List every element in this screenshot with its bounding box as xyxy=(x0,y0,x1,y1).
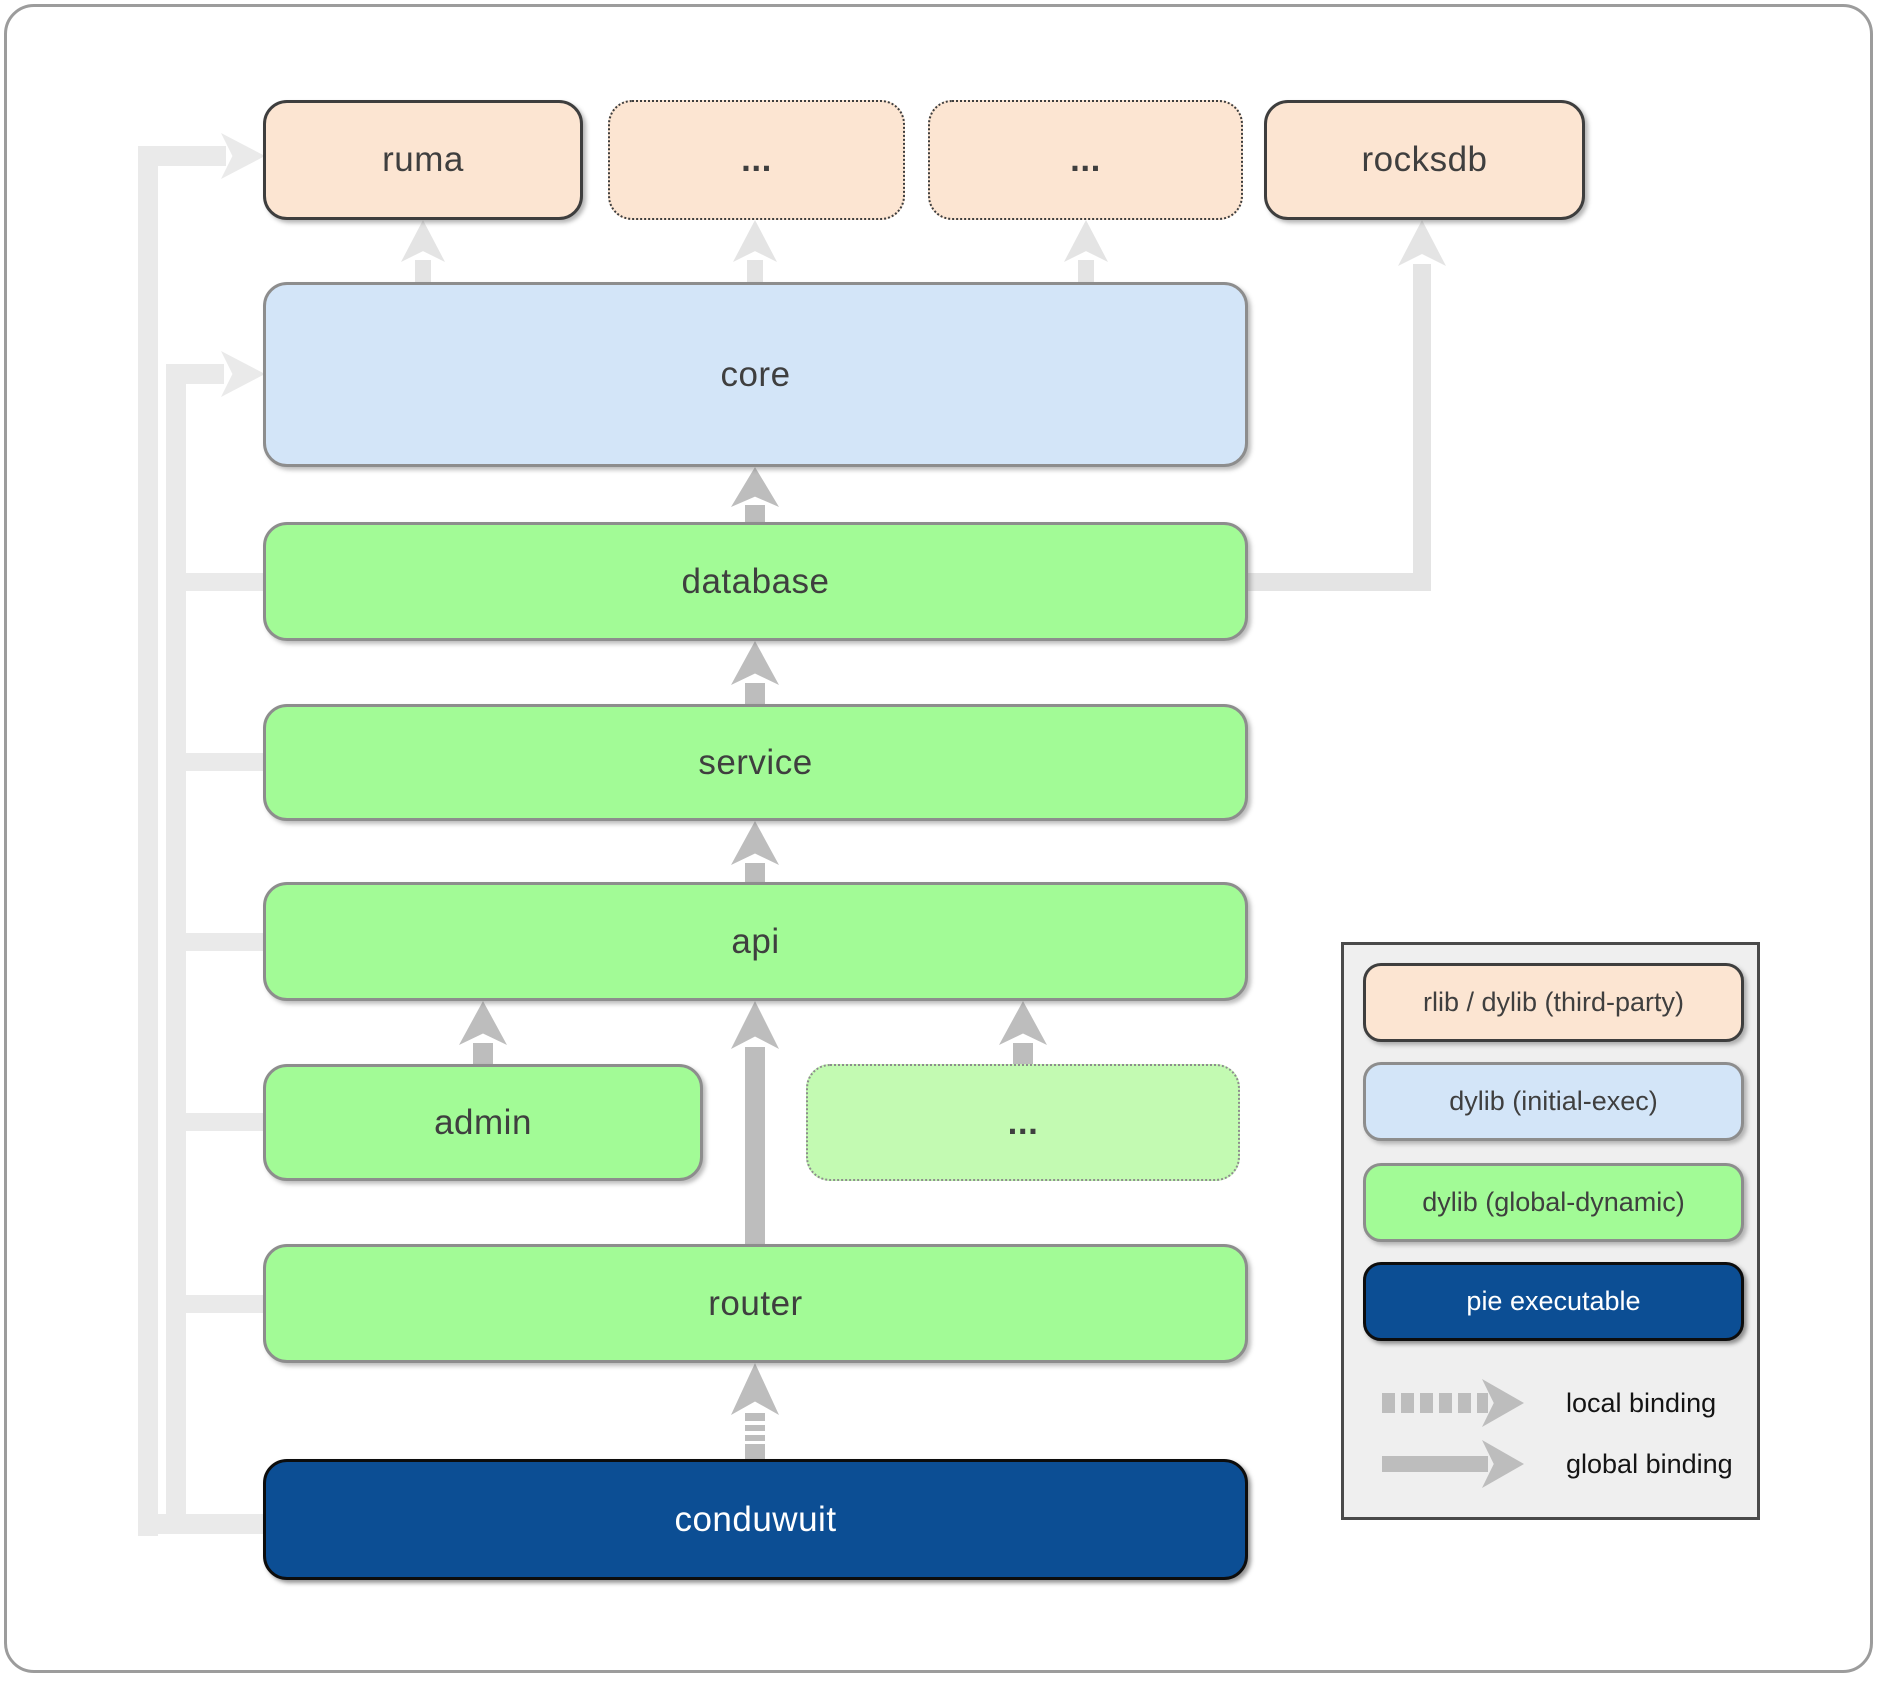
node-ellipsis-top-1-label: ... xyxy=(741,140,772,179)
node-rocksdb: rocksdb xyxy=(1264,100,1585,220)
node-database-label: database xyxy=(681,561,830,601)
node-service: service xyxy=(263,704,1248,821)
node-admin-label: admin xyxy=(434,1102,532,1142)
edge-service-database-stem xyxy=(745,683,765,704)
node-ruma-label: ruma xyxy=(382,140,464,179)
global-binding-arrow-icon xyxy=(1382,1440,1524,1488)
node-ellipsis-top-2-label: ... xyxy=(1070,140,1101,179)
node-conduwuit: conduwuit xyxy=(263,1459,1248,1580)
diagram-frame xyxy=(4,4,1873,1673)
node-ellipsis-mid-label: ... xyxy=(1007,1102,1039,1142)
node-rocksdb-label: rocksdb xyxy=(1361,140,1488,179)
legend-item-third-party-label: rlib / dylib (third-party) xyxy=(1422,987,1685,1017)
edge-conduwuit-admin-line xyxy=(167,1113,265,1131)
edge-ellipsis-api-stem xyxy=(1013,1043,1033,1064)
legend-item-pie-executable: pie executable xyxy=(1363,1262,1744,1341)
node-api: api xyxy=(263,882,1248,1001)
node-router: router xyxy=(263,1244,1248,1363)
node-ellipsis-mid: ... xyxy=(806,1064,1240,1181)
node-ellipsis-top-1: ... xyxy=(608,100,905,220)
legend-item-pie-executable-label: pie executable xyxy=(1466,1286,1641,1316)
node-conduwuit-label: conduwuit xyxy=(674,1499,837,1539)
node-core: core xyxy=(263,282,1248,467)
node-core-label: core xyxy=(720,354,791,394)
node-ruma: ruma xyxy=(263,100,583,220)
edge-conduwuit-ruma-line xyxy=(138,146,226,166)
edge-database-rocksdb-stem xyxy=(1413,264,1431,591)
node-router-label: router xyxy=(708,1283,803,1323)
edge-admin-api-stem xyxy=(473,1043,493,1064)
legend-global-binding-row: global binding xyxy=(1382,1439,1742,1489)
edge-core-ruma-stem xyxy=(415,260,431,282)
legend-global-binding-label: global binding xyxy=(1566,1448,1733,1479)
edge-conduwuit-router-dashed-stem xyxy=(745,1413,765,1459)
legend-item-global-dynamic-label: dylib (global-dynamic) xyxy=(1422,1187,1685,1217)
local-binding-arrowhead xyxy=(1482,1379,1524,1427)
global-binding-arrowhead xyxy=(1482,1440,1524,1488)
edge-conduwuit-ruma-line xyxy=(138,146,158,1536)
global-binding-arrow-stem xyxy=(1382,1456,1488,1472)
node-ellipsis-top-2: ... xyxy=(928,100,1243,220)
legend-local-binding-row: local binding xyxy=(1382,1378,1742,1428)
node-database: database xyxy=(263,522,1248,641)
legend: rlib / dylib (third-party) dylib (initia… xyxy=(1341,942,1760,1520)
local-binding-arrow-icon xyxy=(1382,1379,1524,1427)
local-binding-arrow-stem xyxy=(1382,1393,1488,1413)
edge-database-core-stem xyxy=(745,505,765,522)
edge-conduwuit-router-line xyxy=(167,1295,265,1313)
edge-core-ellipsis1-stem xyxy=(747,260,763,282)
node-admin: admin xyxy=(263,1064,703,1181)
edge-conduwuit-left-line xyxy=(138,1514,265,1534)
edge-conduwuit-api-line xyxy=(167,933,265,951)
node-service-label: service xyxy=(698,742,813,782)
edge-database-rocksdb-stem xyxy=(1248,573,1431,591)
legend-item-initial-exec: dylib (initial-exec) xyxy=(1363,1062,1744,1141)
edge-api-service-stem xyxy=(745,863,765,882)
edge-router-api-stem xyxy=(745,1047,765,1244)
legend-item-initial-exec-label: dylib (initial-exec) xyxy=(1449,1086,1658,1116)
edge-conduwuit-service-line xyxy=(167,753,265,771)
node-api-label: api xyxy=(731,921,780,961)
legend-item-global-dynamic: dylib (global-dynamic) xyxy=(1363,1163,1744,1242)
legend-item-third-party: rlib / dylib (third-party) xyxy=(1363,963,1744,1042)
edge-conduwuit-core-line xyxy=(166,364,224,384)
edge-conduwuit-database-line xyxy=(167,573,265,591)
edge-core-ellipsis2-stem xyxy=(1078,260,1094,282)
legend-local-binding-label: local binding xyxy=(1566,1387,1717,1418)
